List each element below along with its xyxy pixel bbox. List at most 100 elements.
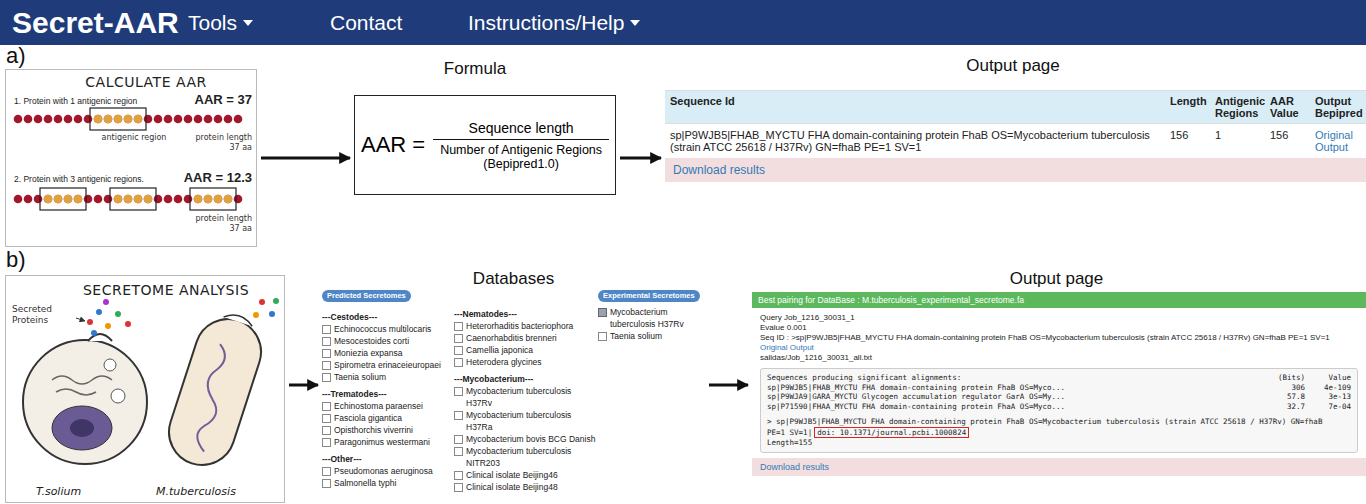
text-slot: AAR = 12.3 — [176, 170, 252, 185]
formula-frame: AAR =Sequence lengthNumber of Antigenic … — [354, 95, 616, 195]
alignment-text: Length=155 — [767, 438, 1351, 448]
list-row: ---Other--- — [322, 453, 452, 465]
checkbox — [322, 325, 331, 334]
list-row: Pseudomonas aeruginosa — [322, 465, 452, 477]
antigen-beads — [93, 114, 143, 124]
output-table: Output pageSequence IdLengthAntigenic Re… — [660, 55, 1366, 205]
dropdown-caret — [243, 20, 253, 26]
database-item: Taenia solium — [334, 371, 386, 383]
output-link: Original Output — [760, 343, 1358, 353]
list-row: Predicted Secretomes — [322, 290, 452, 306]
nav-bar: Secret-AARToolsContactInstructions/Help — [0, 0, 1366, 45]
checkbox — [322, 414, 331, 423]
illustration-label: antigenic region — [92, 133, 176, 143]
protein-dot — [269, 311, 275, 317]
text-slot: protein length 37 aa — [194, 214, 252, 234]
region-box — [190, 188, 236, 210]
checkbox — [322, 479, 331, 488]
list-row: Experimental Secretomes — [598, 290, 705, 306]
database-item: Echinostoma paraensei — [334, 400, 423, 412]
database-item: Heterodera glycines — [466, 356, 542, 368]
database-item: Mycobacterium bovis BCG Danish — [466, 433, 595, 445]
checkbox — [454, 322, 463, 331]
checkbox — [322, 337, 331, 346]
illustration-label: AAR = 12.3 — [176, 170, 252, 185]
list-row: Mycobacterium bovis BCG Danish — [454, 433, 596, 445]
database-item: Opisthorchis viverrini — [334, 424, 413, 436]
formula-lhs: AAR = — [361, 132, 425, 158]
checkbox — [322, 467, 331, 476]
text-slot: M.tuberculosis — [156, 485, 276, 498]
alignment-text: sp|P9WJB5|FHAB_MYCTU FHA domain-containi… — [767, 383, 1267, 393]
illustration-label: Secreted Proteins — [12, 304, 76, 326]
flow-arrow — [289, 384, 318, 387]
reticulum — [56, 389, 96, 395]
result-frame: Best pairing for DataBase : M.tuberculos… — [752, 292, 1366, 504]
text-slot: SECRETOME ANALYSIS — [56, 282, 276, 298]
protein-beads — [13, 194, 243, 204]
checkbox — [322, 361, 331, 370]
illustration-label: CALCULATE AAR — [61, 74, 231, 90]
list-row: Heterodera glycines — [454, 356, 596, 368]
illustration-label: protein length 37 aa — [194, 214, 252, 234]
antigen-beads — [113, 194, 153, 204]
text-slot: 1. Protein with 1 antigenic region — [14, 96, 174, 107]
checkbox — [322, 402, 331, 411]
list-row: Paragonimus westermani — [322, 436, 452, 448]
text-slot: CALCULATE AAR — [61, 74, 231, 90]
download-link: Download results — [752, 458, 1366, 476]
illustration-panel: CALCULATE AAR 1. Protein with 1 antigenic… — [5, 69, 257, 247]
list-row: Fasciola gigantica — [322, 412, 452, 424]
alignment-text: Sequences producing significant alignmen… — [767, 373, 1267, 383]
alignment-text: (Bits) — [1267, 373, 1305, 383]
database-item: Mycobacterium tuberculosis H37Ra — [466, 409, 596, 433]
checkbox — [322, 438, 331, 447]
region-box — [110, 188, 156, 210]
panel-heading: Output page — [660, 55, 1366, 77]
protein-dot — [115, 311, 121, 317]
result-line: salidas/Job_1216_30031_all.txt — [760, 353, 1358, 363]
text-slot: T.solium — [36, 485, 116, 498]
group-header: ---Cestodes--- — [322, 311, 377, 323]
list-row: Spirometra erinaceieuropaei — [322, 359, 452, 371]
flow-arrow — [709, 384, 748, 387]
database-list: DatabasesPredicted Secretomes---Cestodes… — [322, 268, 705, 504]
text-slot: Secreted Proteins — [12, 304, 76, 326]
protein-dot — [105, 323, 111, 329]
list-row: Salmonella typhi — [322, 477, 452, 489]
checkbox — [322, 426, 331, 435]
checkbox — [454, 447, 463, 456]
protein-dot — [125, 321, 131, 327]
text-slot: 2. Protein with 3 antigenic regions. — [14, 174, 174, 185]
denominator: Number of Antigenic Regions (Bepipred1.0… — [433, 139, 609, 171]
checkbox — [322, 373, 331, 382]
leader-line — [76, 318, 85, 321]
checkbox — [454, 334, 463, 343]
database-item: Camellia japonica — [466, 344, 533, 356]
alignment-text: 306 — [1267, 383, 1305, 393]
protein-dot — [103, 299, 109, 305]
checkbox — [454, 411, 463, 420]
table-header: Antigenic Regions — [1210, 90, 1265, 123]
database-item: Caenorhabditis brenneri — [466, 332, 557, 344]
alignment-text: 4e-109 — [1305, 383, 1351, 393]
protein-dot — [91, 330, 97, 336]
list-row: Moniezia expansa — [322, 347, 452, 359]
alignment-text: 57.8 — [1267, 392, 1305, 402]
table-cell: Original Output — [1310, 123, 1366, 158]
checkbox — [598, 308, 607, 317]
list-row: Taenia solium — [598, 330, 705, 342]
dropdown-caret — [630, 20, 640, 26]
database-item: Mycobacterium tuberculosis NITR203 — [466, 445, 596, 469]
illustration-panel: SECRETOME ANALYSIS Secreted ProteinsT.sol… — [5, 275, 285, 503]
database-item: Heterorhaditis bacteriophora — [466, 320, 573, 332]
list-row: Echinococcus multilocaris — [322, 323, 452, 335]
text-slot: antigenic region — [92, 133, 176, 143]
list-row: Opisthorchis viverrini — [322, 424, 452, 436]
protein-dot — [273, 298, 279, 304]
table-header: Sequence Id — [665, 90, 1165, 123]
list-row: Clinical isolate Beijing46 — [454, 469, 596, 481]
text-slot: b) — [6, 248, 26, 272]
section-pill: Experimental Secretomes — [598, 290, 700, 302]
checkbox — [454, 471, 463, 480]
